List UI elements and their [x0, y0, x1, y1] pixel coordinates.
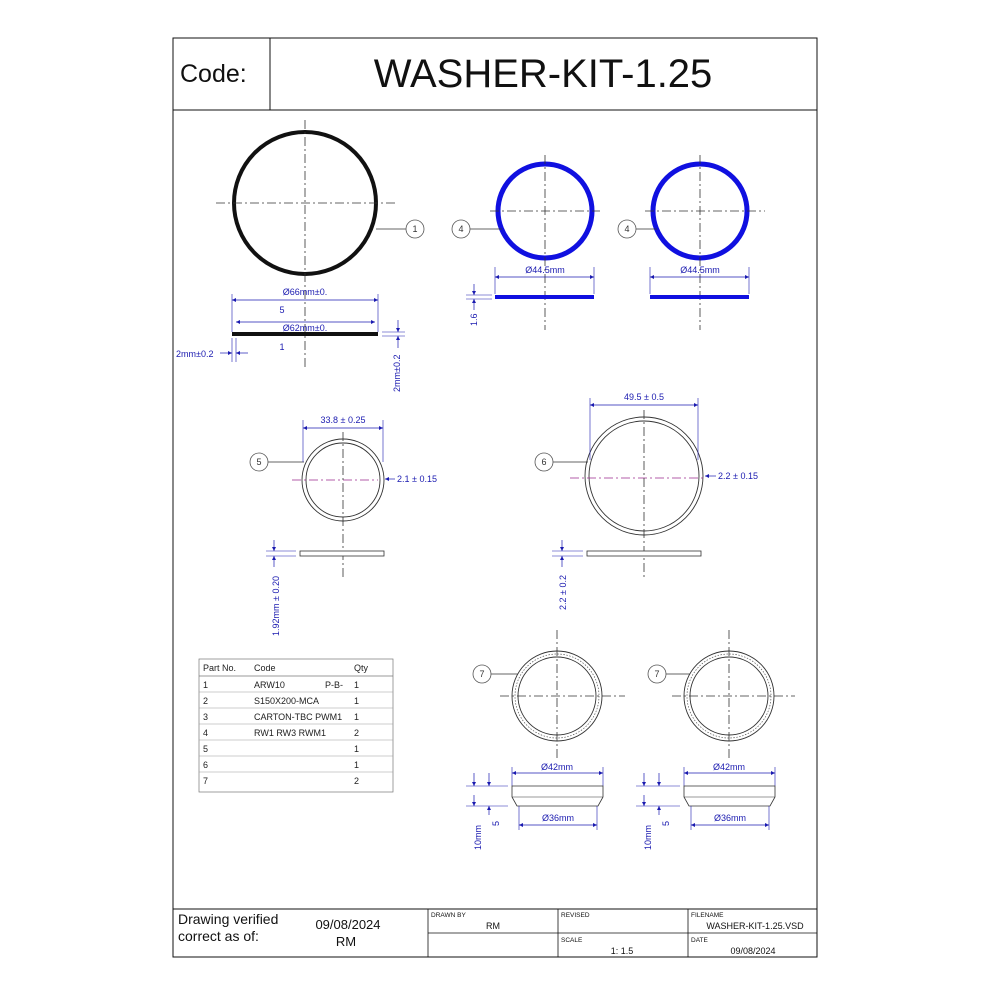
part-6-width-dimension: 2.2 ± 0.15	[718, 471, 758, 481]
verified-date: 09/08/2024	[315, 917, 380, 932]
part-1-profile	[232, 332, 378, 336]
part-7a-step-dimension: 5	[491, 821, 501, 826]
part-6-thickness-dimension: 2.2 ± 0.2	[558, 575, 568, 610]
part-7b-balloon-number: 7	[654, 669, 659, 679]
part-1-thickness-dimension: 2mm±0.2	[392, 355, 402, 392]
part-6-profile	[586, 550, 702, 557]
part-6-balloon	[534, 452, 554, 472]
date-value: 09/08/2024	[730, 946, 775, 956]
part-7b-profile	[683, 785, 776, 807]
part-7a-balloon-number: 7	[479, 669, 484, 679]
part-7a-id-dimension: Ø36mm	[542, 813, 574, 823]
part-1-od-dimension: Ø66mm±0.	[283, 287, 327, 297]
table-header-part-no: Part No.	[203, 663, 236, 673]
title-block: Drawing verified correct as of: 09/08/20…	[173, 908, 817, 957]
code-value: WASHER-KIT-1.25	[374, 52, 713, 96]
table-row-7-qty: 2	[354, 776, 359, 786]
table-row-3-part: 3	[203, 712, 208, 722]
filename-label: FILENAME	[691, 912, 724, 919]
verified-label-line1: Drawing verified	[178, 911, 278, 927]
part-5-thickness-dimension: 1.92mm ± 0.20	[271, 576, 281, 636]
drawn-by-label: DRAWN BY	[431, 912, 466, 919]
part-7a-drawing: 7 Ø42mm Ø36mm 10mm 5	[466, 630, 625, 850]
scale-label: SCALE	[561, 937, 583, 944]
part-4a-balloon-number: 4	[458, 224, 463, 234]
table-row-5-qty: 1	[354, 744, 359, 754]
table-row-5-part: 5	[203, 744, 208, 754]
table-row-7-part: 7	[203, 776, 208, 786]
part-5-dia-dimension: 33.8 ± 0.25	[321, 415, 366, 425]
part-6-drawing: 6 49.5 ± 0.5 2.2 ± 0.15 2.2 ± 0.2	[534, 392, 758, 610]
verified-label-line2: correct as of:	[178, 928, 259, 944]
revised-label: REVISED	[561, 912, 590, 919]
part-4a-profile	[495, 295, 594, 299]
parts-table: Part No. Code Qty 1 ARW10 P-B- 1 2 S150X…	[198, 658, 394, 793]
part-1-width-dimension: 2mm±0.2	[176, 349, 213, 359]
table-row-3-code: CARTON-TBC PWM1	[254, 712, 342, 722]
part-4a-balloon	[451, 219, 471, 239]
part-4a-drawing: 4 Ø44.5mm 1.6	[451, 155, 600, 330]
table-row-3-qty: 1	[354, 712, 359, 722]
table-row-2-part: 2	[203, 696, 208, 706]
part-7b-step-dimension: 5	[661, 821, 671, 826]
part-1-balloon-number: 1	[412, 224, 417, 234]
scale-value: 1: 1.5	[611, 946, 634, 956]
table-row-1-part: 1	[203, 680, 208, 690]
part-4b-drawing: 4 Ø44.5mm	[617, 155, 765, 330]
part-4b-balloon	[617, 219, 637, 239]
part-1-od-tolerance: 5	[279, 305, 284, 315]
filename-value: WASHER-KIT-1.25.VSD	[706, 921, 804, 931]
part-7b-id-dimension: Ø36mm	[714, 813, 746, 823]
sheet-border	[172, 37, 818, 958]
code-label: Code:	[180, 60, 247, 88]
date-label: DATE	[691, 937, 709, 944]
table-row-1-code: ARW10	[254, 680, 285, 690]
part-7a-height-dimension: 10mm	[473, 825, 483, 850]
verified-by: RM	[336, 934, 356, 949]
part-5-profile	[299, 550, 385, 557]
part-4a-dia-dimension: Ø44.5mm	[525, 265, 565, 275]
table-row-6-part: 6	[203, 760, 208, 770]
table-header-qty: Qty	[354, 663, 369, 673]
table-row-4-qty: 2	[354, 728, 359, 738]
table-row-2-code: S150X200-MCA	[254, 696, 319, 706]
part-4a-thickness-dimension: 1.6	[469, 313, 479, 326]
drawn-by-value: RM	[486, 921, 500, 931]
table-row-4-part: 4	[203, 728, 208, 738]
part-7b-drawing: 7 Ø42mm Ø36mm 10mm 5	[636, 630, 795, 850]
table-row-1-qty: 1	[354, 680, 359, 690]
part-1-balloon	[405, 219, 425, 239]
part-7b-height-dimension: 10mm	[643, 825, 653, 850]
table-row-4-code: RW1 RW3 RWM1	[254, 728, 326, 738]
part-7a-profile	[511, 785, 604, 807]
part-5-drawing: 5 33.8 ± 0.25 2.1 ± 0.15 1.92mm ± 0.20	[249, 415, 437, 636]
part-7a-balloon	[472, 664, 492, 684]
part-4b-balloon-number: 4	[624, 224, 629, 234]
part-6-balloon-number: 6	[541, 457, 546, 467]
part-5-balloon-number: 5	[256, 457, 261, 467]
part-4b-dia-dimension: Ø44.5mm	[680, 265, 720, 275]
part-1-drawing: 1 Ø66mm±0. 5 Ø62mm±0. 1 2mm±0.2 2mm±0.2	[176, 120, 425, 392]
part-5-balloon	[249, 452, 269, 472]
part-5-width-dimension: 2.1 ± 0.15	[397, 474, 437, 484]
part-7a-od-dimension: Ø42mm	[541, 762, 573, 772]
part-7b-od-dimension: Ø42mm	[713, 762, 745, 772]
part-1-id-dimension: Ø62mm±0.	[283, 323, 327, 333]
part-4b-profile	[650, 295, 749, 299]
table-row-2-qty: 1	[354, 696, 359, 706]
part-1-id-tolerance: 1	[279, 342, 284, 352]
part-6-dia-dimension: 49.5 ± 0.5	[624, 392, 664, 402]
table-header-code: Code	[254, 663, 276, 673]
part-7b-balloon	[647, 664, 667, 684]
table-row-6-qty: 1	[354, 760, 359, 770]
table-row-1-note: P-B-	[325, 680, 343, 690]
